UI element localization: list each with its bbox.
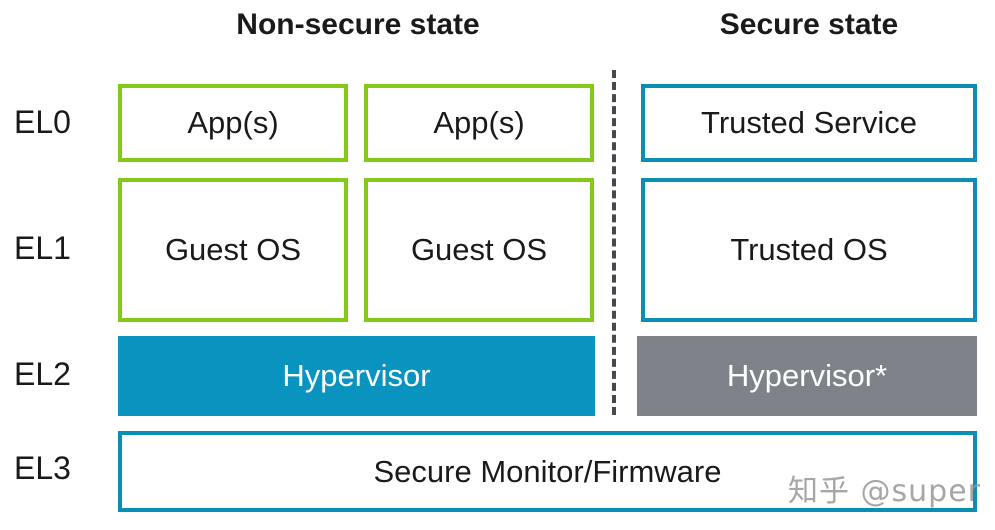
guest-os-box-1-label: Guest OS [164, 232, 302, 267]
trusted-os-box: Trusted OS [641, 178, 977, 322]
state-divider [612, 70, 616, 415]
el3-label: EL3 [14, 450, 71, 486]
watermark: 知乎 @super [788, 474, 982, 509]
app-box-1-label: App(s) [187, 105, 279, 140]
guest-os-box-1: Guest OS [118, 178, 348, 322]
secure-monitor-box: Secure Monitor/Firmware [118, 431, 977, 512]
secure-hypervisor-label: Hypervisor* [726, 358, 888, 393]
el1-label: EL1 [14, 230, 71, 266]
app-box-1: App(s) [118, 84, 348, 162]
non-secure-state-heading: Non-secure state [236, 8, 480, 41]
secure-state-heading: Secure state [719, 8, 899, 41]
trusted-service-label: Trusted Service [701, 105, 917, 140]
secure-monitor-label: Secure Monitor/Firmware [373, 453, 722, 489]
app-box-2-label: App(s) [433, 105, 525, 140]
secure-hypervisor-box: Hypervisor* [637, 336, 977, 416]
guest-os-box-2: Guest OS [364, 178, 594, 322]
guest-os-box-2-label: Guest OS [410, 232, 548, 267]
hypervisor-label: Hypervisor [282, 358, 431, 393]
app-box-2: App(s) [364, 84, 594, 162]
hypervisor-box: Hypervisor [118, 336, 595, 416]
trusted-service-box: Trusted Service [641, 84, 977, 162]
el2-label: EL2 [14, 356, 71, 392]
el0-label: EL0 [14, 104, 71, 140]
trusted-os-label: Trusted OS [730, 232, 888, 267]
